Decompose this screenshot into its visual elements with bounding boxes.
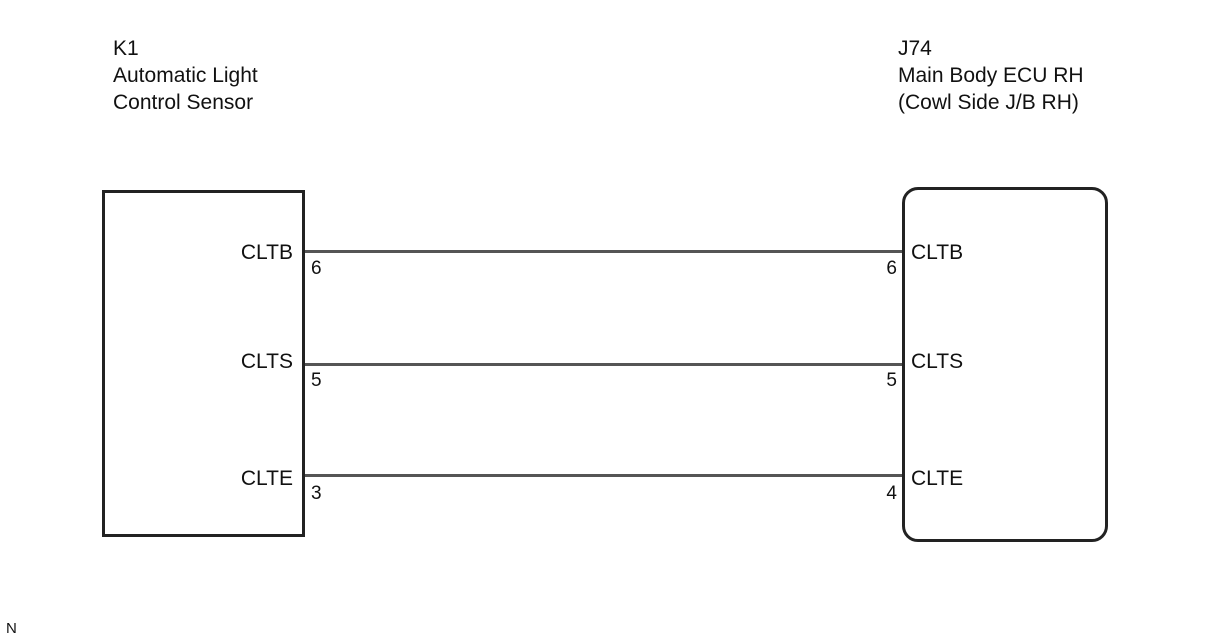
left-terminal-signal: CLTS — [240, 350, 293, 373]
wire-clte — [305, 474, 902, 477]
right-terminal-pin: 5 — [886, 370, 897, 391]
diagram-code: N — [6, 620, 17, 637]
right-component-code: J74 — [898, 37, 932, 60]
left-terminal-pin: 3 — [311, 483, 322, 504]
right-terminal-pin: 4 — [886, 483, 897, 504]
left-component-code: K1 — [113, 37, 139, 60]
left-terminal-signal: CLTB — [240, 241, 293, 264]
wire-cltb — [305, 250, 902, 253]
right-terminal-pin: 6 — [886, 258, 897, 279]
left-terminal-signal: CLTE — [240, 467, 293, 490]
right-terminal-signal: CLTB — [911, 241, 964, 264]
k1-sensor-box — [102, 190, 305, 537]
right-component-name-line1: Main Body ECU RH — [898, 64, 1084, 87]
left-terminal-pin: 5 — [311, 370, 322, 391]
left-terminal-pin: 6 — [311, 258, 322, 279]
j74-ecu-box — [902, 187, 1108, 542]
left-component-name-line1: Automatic Light — [113, 64, 258, 87]
left-component-name-line2: Control Sensor — [113, 91, 254, 114]
wire-clts — [305, 363, 902, 366]
right-component-label: J74 Main Body ECU RH (Cowl Side J/B RH) — [898, 35, 1084, 116]
right-component-name-line2: (Cowl Side J/B RH) — [898, 91, 1079, 114]
right-terminal-signal: CLTS — [911, 350, 964, 373]
right-terminal-signal: CLTE — [911, 467, 964, 490]
left-component-label: K1 Automatic Light Control Sensor — [113, 35, 258, 116]
